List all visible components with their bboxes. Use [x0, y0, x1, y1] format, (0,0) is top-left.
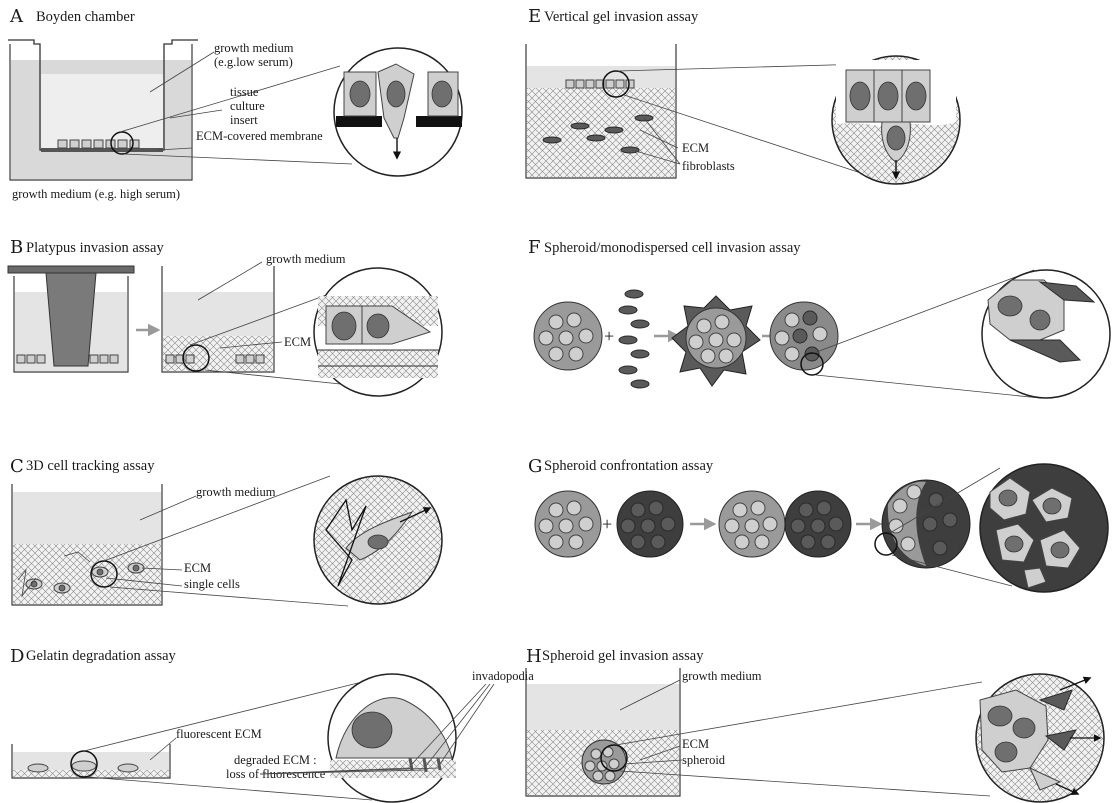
- spheroid-f2: [672, 296, 760, 386]
- label-growth-medium: growth medium: [214, 41, 294, 55]
- spheroid-g1: [535, 491, 601, 557]
- zoom-circle-c: [314, 476, 442, 604]
- label-fibroblasts: fibroblasts: [682, 159, 735, 173]
- stopper-cap: [8, 266, 134, 273]
- label-fluorescent-ecm: fluorescent ECM: [176, 727, 262, 741]
- label-h-growth-medium: growth medium: [682, 669, 762, 683]
- label-degraded-ecm: degraded ECM :: [234, 753, 317, 767]
- label-insert: insert: [230, 113, 258, 127]
- label-tissue: tissue: [230, 85, 259, 99]
- label-b-ecm: ECM: [284, 335, 311, 349]
- spheroid-f1: [534, 302, 602, 370]
- spheroid-f3: [770, 302, 838, 370]
- zoom-circle-b: [314, 268, 442, 396]
- panel-e-title: Vertical gel invasion assay: [544, 9, 699, 25]
- spheroid-g3: [719, 491, 851, 557]
- label-h-ecm: ECM: [682, 737, 709, 751]
- spheroid-g2: [617, 491, 683, 557]
- panel-c-letter: C: [10, 456, 24, 477]
- label-low-serum: (e.g.low serum): [214, 55, 293, 69]
- panel-b-title: Platypus invasion assay: [26, 240, 164, 256]
- zoom-circle-f: [982, 270, 1110, 398]
- panel-a-letter: A: [9, 6, 24, 27]
- panel-b-letter: B: [10, 237, 23, 258]
- label-e-ecm: ECM: [682, 141, 709, 155]
- panel-g-letter: G: [528, 456, 542, 477]
- panel-h: H Spheroid gel invasion assay growth med…: [526, 646, 1104, 802]
- zoom-circle-e: [832, 56, 960, 184]
- panel-g: G Spheroid confrontation assay +: [528, 456, 1108, 592]
- panel-f-title: Spheroid/monodispersed cell invasion ass…: [544, 240, 801, 256]
- panel-c: C 3D cell tracking assay growth medium E…: [10, 456, 442, 606]
- panel-d-letter: D: [10, 646, 24, 667]
- plus-g: +: [602, 514, 612, 534]
- upper-medium: [41, 74, 163, 150]
- zoom-circle-g: [980, 464, 1108, 592]
- label-culture: culture: [230, 99, 265, 113]
- zoom-circle-a: [334, 48, 462, 176]
- panel-a-title: Boyden chamber: [36, 9, 135, 25]
- panel-h-title: Spheroid gel invasion assay: [542, 648, 704, 664]
- label-ecm-membrane: ECM-covered membrane: [196, 129, 323, 143]
- cell-layer: [58, 140, 139, 148]
- panel-b: B Platypus invasion assay growth medium …: [8, 237, 442, 396]
- label-c-ecm: ECM: [184, 561, 211, 575]
- panel-d: D Gelatin degradation assay fluorescent …: [10, 646, 534, 802]
- label-invadopodia: invadopodia: [472, 669, 534, 683]
- label-c-growth-medium: growth medium: [196, 485, 276, 499]
- panel-f-letter: F: [528, 237, 541, 258]
- zoom-circle-h: [976, 674, 1104, 802]
- label-high-serum: growth medium (e.g. high serum): [12, 187, 180, 201]
- zoom-circle-d: [328, 674, 456, 802]
- panel-d-title: Gelatin degradation assay: [26, 648, 177, 664]
- panel-g-title: Spheroid confrontation assay: [544, 458, 714, 474]
- label-b-growth-medium: growth medium: [266, 252, 346, 266]
- panel-h-letter: H: [526, 646, 542, 667]
- panel-e: E Vertical gel invasion assay ECM fibrob…: [526, 6, 960, 184]
- stopper: [46, 273, 96, 366]
- dispersed-cells: [619, 290, 649, 388]
- membrane: [41, 148, 163, 152]
- plus-f: +: [604, 326, 614, 346]
- panel-a: A Boyden chamber growth medium (e.g.low …: [8, 6, 462, 201]
- label-c-single-cells: single cells: [184, 577, 240, 591]
- panel-e-letter: E: [528, 6, 541, 27]
- label-h-spheroid: spheroid: [682, 753, 726, 767]
- panel-f: F Spheroid/monodispersed cell invasion a…: [528, 237, 1110, 398]
- panel-c-title: 3D cell tracking assay: [26, 458, 155, 474]
